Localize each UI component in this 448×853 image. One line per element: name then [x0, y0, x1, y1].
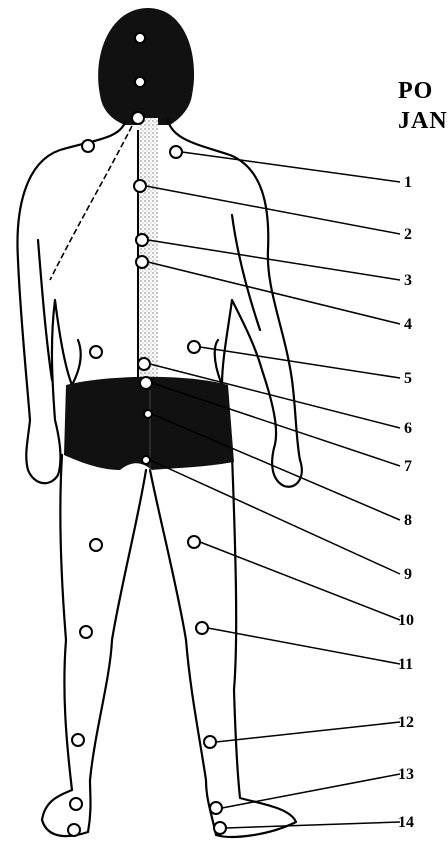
left-leg — [42, 455, 146, 836]
point-8 — [144, 410, 152, 418]
point-waist-left — [90, 346, 102, 358]
point-11 — [196, 622, 208, 634]
label-3: 3 — [404, 272, 412, 290]
title-line-1: PO — [398, 78, 448, 105]
point-6 — [138, 358, 150, 370]
point-2 — [134, 180, 146, 192]
label-5: 5 — [404, 370, 412, 388]
leader-14 — [226, 822, 400, 828]
point-shoulder-left — [82, 140, 94, 152]
point-neck — [132, 112, 144, 124]
spine-shading — [138, 118, 158, 380]
right-leg — [150, 455, 296, 837]
point-3 — [136, 234, 148, 246]
point-5 — [188, 341, 200, 353]
point-13 — [210, 802, 222, 814]
point-4 — [136, 256, 148, 268]
label-8: 8 — [404, 512, 412, 530]
leader-3 — [148, 240, 400, 280]
point-head-top — [135, 33, 145, 43]
point-knee-left — [80, 626, 92, 638]
point-7 — [140, 377, 152, 389]
label-11: 11 — [398, 656, 413, 674]
leader-13 — [222, 774, 400, 808]
point-12 — [204, 736, 216, 748]
leader-1 — [182, 152, 400, 182]
leader-2 — [146, 186, 400, 234]
point-9 — [142, 456, 150, 464]
point-14 — [214, 822, 226, 834]
leader-5 — [200, 347, 400, 378]
point-calf-left — [72, 734, 84, 746]
point-head-back — [135, 77, 145, 87]
point-thigh-left — [90, 539, 102, 551]
title-line-2: JAN — [398, 108, 448, 135]
label-6: 6 — [404, 420, 412, 438]
label-12: 12 — [398, 714, 414, 732]
leader-10 — [200, 542, 400, 620]
label-9: 9 — [404, 566, 412, 584]
label-4: 4 — [404, 316, 412, 334]
label-2: 2 — [404, 226, 412, 244]
point-10 — [188, 536, 200, 548]
label-13: 13 — [398, 766, 414, 784]
point-heel-left — [68, 824, 80, 836]
point-ankle-left — [70, 798, 82, 810]
label-1: 1 — [404, 174, 412, 192]
label-10: 10 — [398, 612, 414, 630]
left-arm-detail — [38, 240, 52, 380]
point-shoulder-right — [170, 146, 182, 158]
label-7: 7 — [404, 458, 412, 476]
label-14: 14 — [398, 814, 414, 832]
head — [98, 8, 194, 125]
leader-12 — [216, 722, 400, 742]
right-arm-detail — [232, 215, 260, 330]
leader-4 — [148, 262, 400, 324]
leader-lines — [146, 152, 400, 828]
